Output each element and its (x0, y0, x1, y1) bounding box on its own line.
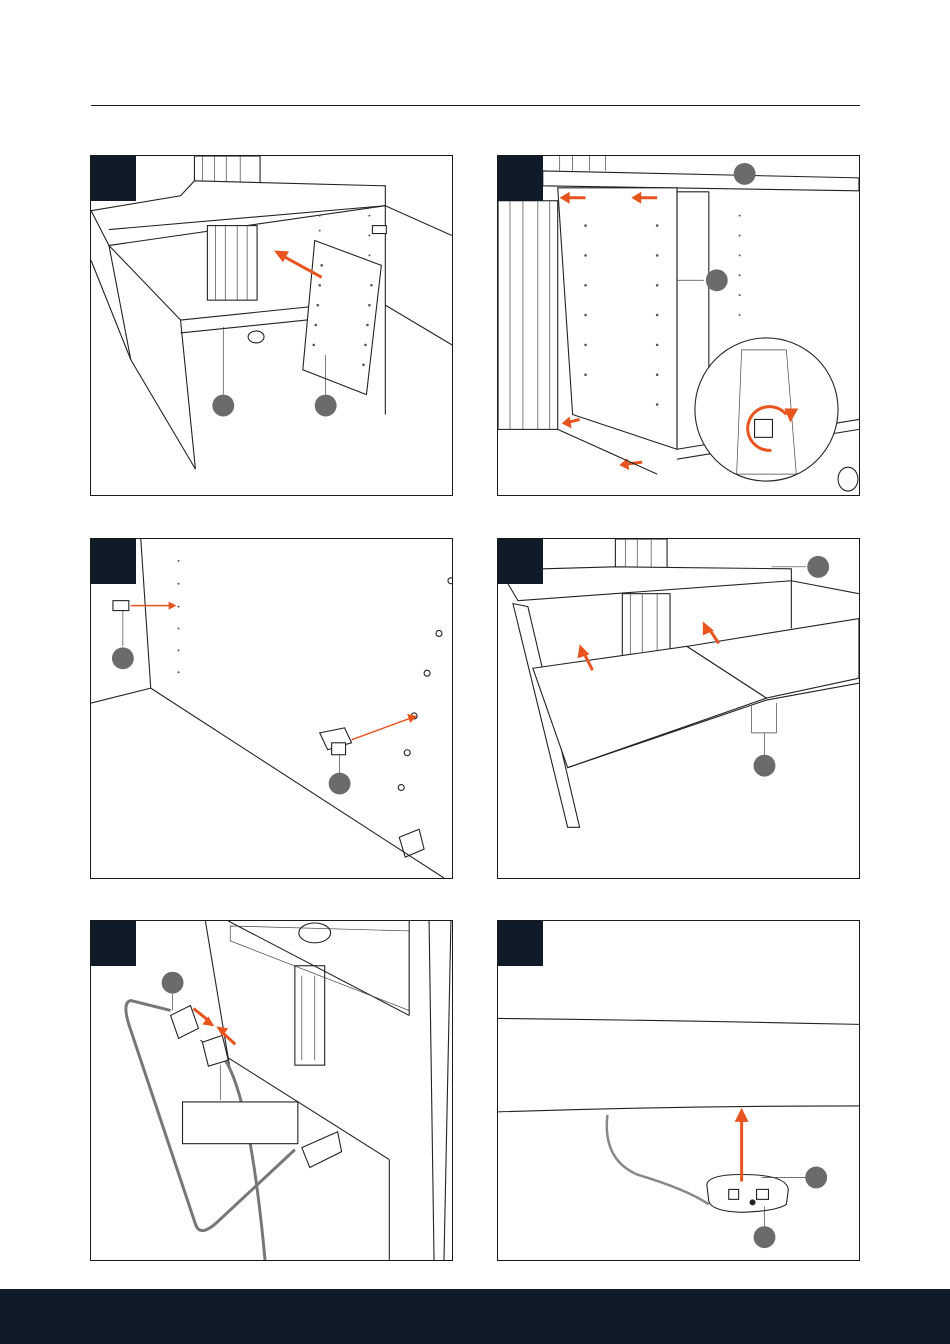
callout-marker (315, 395, 337, 417)
step-6-panel (497, 920, 860, 1261)
label-box (183, 1102, 298, 1144)
callout-marker (807, 556, 829, 578)
step-3-panel (90, 538, 453, 879)
page-footer-bar (0, 1289, 950, 1344)
callout-marker (706, 269, 728, 291)
power-plug-connection-illustration (91, 921, 452, 1260)
step-2-panel (497, 155, 860, 496)
step-number-box (91, 539, 136, 584)
callout-marker (212, 395, 234, 417)
step-number-box (91, 921, 136, 966)
callout-marker (734, 163, 756, 185)
step-number-box (498, 921, 543, 966)
callout-marker (329, 773, 351, 795)
step-1-panel (90, 155, 453, 496)
callout-marker (805, 1167, 827, 1189)
callout-marker (112, 647, 134, 669)
step-4-panel (497, 538, 860, 879)
step-5-panel (90, 920, 453, 1261)
step-number-box (91, 156, 136, 201)
panel-mount-illustration (498, 156, 859, 495)
callout-marker (754, 1226, 776, 1248)
header-divider (91, 105, 860, 106)
cabinet-side-panel-illustration (91, 156, 452, 495)
shelf-pin-illustration (91, 539, 452, 878)
control-unit-illustration (498, 921, 859, 1260)
step-number-box (498, 156, 543, 201)
step-number-box (498, 539, 543, 584)
shelf-boards-illustration (498, 539, 859, 878)
callout-marker (754, 755, 776, 777)
callout-marker (162, 972, 184, 994)
